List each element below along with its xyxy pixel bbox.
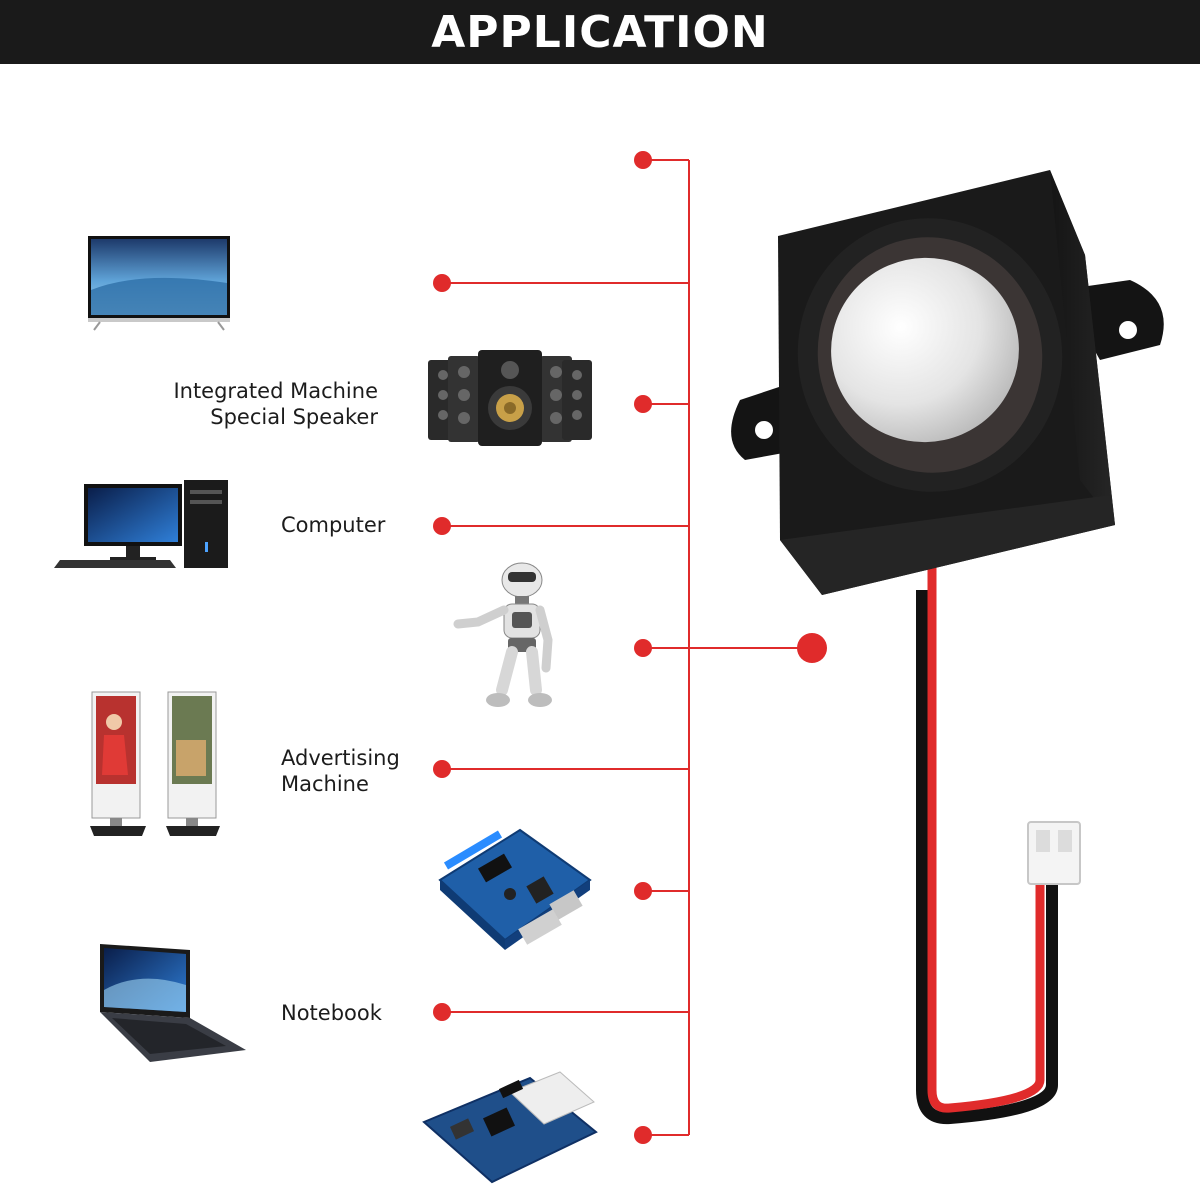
connector-dot xyxy=(433,760,451,778)
connector-hub-dot xyxy=(797,633,827,663)
label-computer: Computer xyxy=(281,513,386,537)
connector-dot xyxy=(634,395,652,413)
prototype-board-icon xyxy=(422,1071,598,1184)
header-bar: APPLICATION xyxy=(0,0,1200,64)
speaker-array-icon xyxy=(428,350,592,446)
tv-icon xyxy=(88,236,230,331)
connector-dot xyxy=(634,882,652,900)
connector-dot xyxy=(433,1003,451,1021)
connector-dot xyxy=(634,1126,652,1144)
advertising-kiosk-icon xyxy=(90,691,220,836)
circuit-board-icon xyxy=(438,828,592,950)
connector-dot xyxy=(634,639,652,657)
laptop-icon xyxy=(100,944,246,1062)
label-line: Machine xyxy=(281,772,369,796)
label-line: Integrated Machine xyxy=(173,379,378,403)
square-speaker-icon xyxy=(731,170,1164,1125)
connector-dot xyxy=(634,151,652,169)
label-notebook: Notebook xyxy=(281,1001,382,1025)
connector-dot xyxy=(433,517,451,535)
connector-dot xyxy=(433,274,451,292)
connector-tree xyxy=(433,151,827,1144)
label-advertising-machine: Advertising Machine xyxy=(281,745,400,797)
label-integrated-machine: Integrated Machine Special Speaker xyxy=(140,378,378,430)
label-line: Special Speaker xyxy=(210,405,378,429)
desktop-computer-icon xyxy=(54,480,228,568)
robot-icon xyxy=(453,562,553,707)
label-line: Advertising xyxy=(281,746,400,770)
page-title: APPLICATION xyxy=(431,6,769,58)
